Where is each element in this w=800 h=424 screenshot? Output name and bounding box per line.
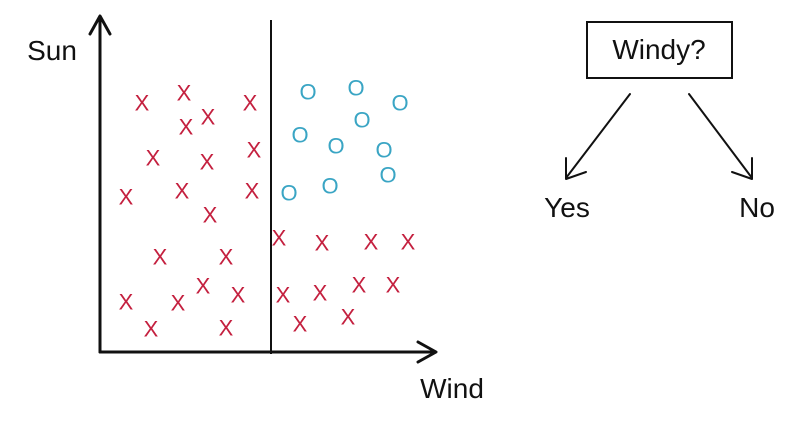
o-marker: O (391, 91, 408, 116)
x-marker: X (231, 283, 246, 308)
right-answer: No (739, 192, 775, 223)
x-marker: X (364, 230, 379, 255)
question-box (586, 21, 733, 79)
o-marker: O (375, 138, 392, 163)
x-marker: X (245, 179, 260, 204)
left-branch-arrowhead (565, 157, 587, 180)
left-answer: Yes (544, 192, 590, 223)
x-marker: X (313, 281, 328, 306)
x-marker: X (276, 283, 291, 308)
decision-tree: Windy? Yes No (544, 21, 775, 223)
x-axis-arrowhead (416, 340, 438, 364)
x-marker: X (247, 138, 262, 163)
o-marker: O (379, 163, 396, 188)
right-branch-line (688, 93, 753, 179)
x-marker: X (315, 231, 330, 256)
x-marker: X (341, 305, 356, 330)
x-marker: X (153, 245, 168, 270)
x-marker: X (219, 316, 234, 341)
x-marker: X (272, 226, 287, 251)
x-marker: X (175, 179, 190, 204)
x-marker: X (171, 291, 186, 316)
y-axis-label: Sun (27, 35, 77, 66)
x-marker: X (386, 273, 401, 298)
o-marker: O (353, 108, 370, 133)
o-marker: O (327, 134, 344, 159)
o-marker: O (321, 174, 338, 199)
x-marker: X (200, 150, 215, 175)
y-axis-arrowhead (88, 14, 112, 36)
x-axis-label: Wind (420, 373, 484, 404)
o-marker: O (299, 80, 316, 105)
x-marker: X (135, 91, 150, 116)
o-marker: O (291, 123, 308, 148)
x-marker: X (119, 185, 134, 210)
x-marker: X (177, 81, 192, 106)
x-marker: X (196, 274, 211, 299)
question-text: Windy? (612, 34, 705, 65)
o-marker: O (280, 181, 297, 206)
x-marker: X (203, 203, 218, 228)
o-marker: O (347, 76, 364, 101)
x-marker: X (179, 115, 194, 140)
x-marker: X (119, 290, 134, 315)
x-marker: X (219, 245, 234, 270)
x-marker: X (401, 230, 416, 255)
x-marker: X (352, 273, 367, 298)
right-branch-arrowhead (731, 157, 753, 180)
x-marker: X (201, 105, 216, 130)
axes (88, 14, 438, 364)
x-marker: X (293, 312, 308, 337)
x-marker: X (146, 146, 161, 171)
x-marker: X (144, 317, 159, 342)
left-branch-line (565, 93, 631, 179)
x-marker: X (243, 91, 258, 116)
